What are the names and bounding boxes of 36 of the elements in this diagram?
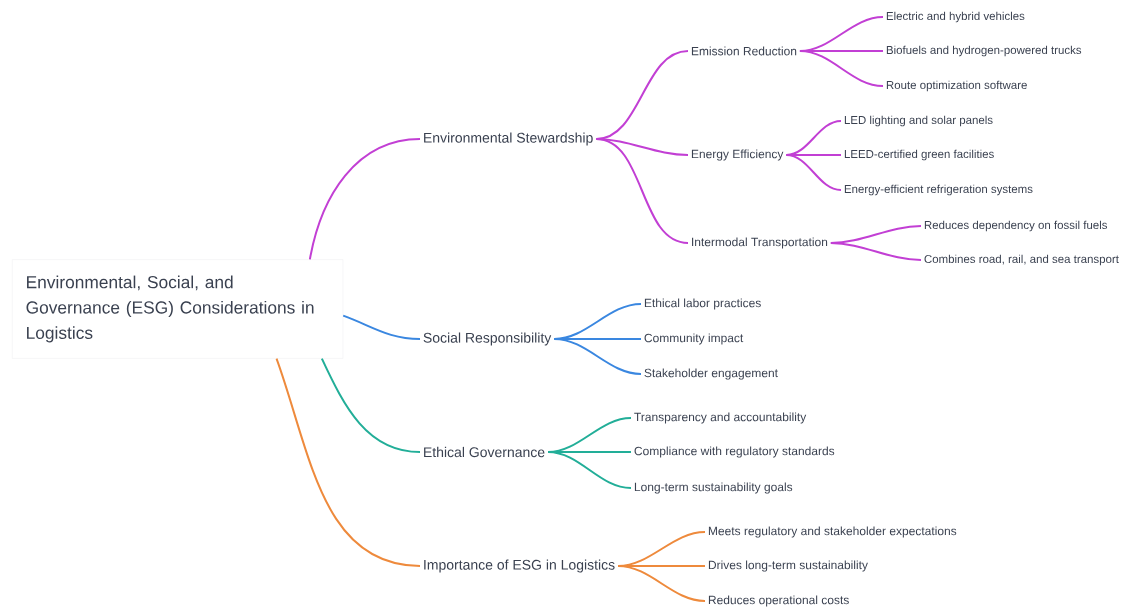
topic-label: Reduces dependency on fossil fuels xyxy=(924,220,1108,232)
topic-label: Transparency and accountability xyxy=(634,412,807,424)
root-card: Environmental, Social, and Governance (ESG) Considerations in Logistics xyxy=(12,259,344,359)
topic-label: Long-term sustainability goals xyxy=(634,482,793,494)
connector xyxy=(275,357,421,567)
topic-label: Biofuels and hydrogen-powered trucks xyxy=(886,45,1082,57)
connector xyxy=(595,138,689,244)
topic-label: LED lighting and solar panels xyxy=(844,115,993,127)
topic-label: Electric and hybrid vehicles xyxy=(886,11,1025,23)
topic-label: Compliance with regulatory standards xyxy=(634,446,835,458)
branch-label: Environmental Stewardship xyxy=(424,132,593,146)
topic-label: LEED-certified green facilities xyxy=(844,149,994,161)
connector xyxy=(798,50,884,87)
topic-label: Reduces operational costs xyxy=(708,595,849,607)
connector xyxy=(829,242,922,261)
topic-label: Energy Efficiency xyxy=(691,149,784,161)
topic-label: Route optimization software xyxy=(886,80,1027,92)
connector xyxy=(320,357,421,453)
topic-label: Emission Reduction xyxy=(691,46,797,56)
topic-label: Intermodal Transportation xyxy=(692,237,828,249)
connector xyxy=(308,138,421,261)
topic-label: Stakeholder engagement xyxy=(644,368,778,380)
topic-label: Community impact xyxy=(644,333,744,345)
topic-label: Drives long-term sustainability xyxy=(708,560,868,572)
topic-label: Meets regulatory and stakeholder expectations xyxy=(708,526,957,538)
branch-label: Importance of ESG in Logistics xyxy=(424,559,615,573)
connector xyxy=(617,565,706,602)
connector xyxy=(547,451,632,489)
topic-label: Energy-efficient refrigeration systems xyxy=(844,184,1033,196)
topic-label: Combines road, rail, and sea transport xyxy=(924,254,1119,266)
branch-label: Social Responsibility xyxy=(423,332,552,346)
topic-label: Ethical labor practices xyxy=(644,298,761,310)
branch-label: Ethical Governance xyxy=(424,446,545,458)
connector xyxy=(342,314,421,340)
connector xyxy=(785,154,842,191)
connector xyxy=(553,338,642,375)
